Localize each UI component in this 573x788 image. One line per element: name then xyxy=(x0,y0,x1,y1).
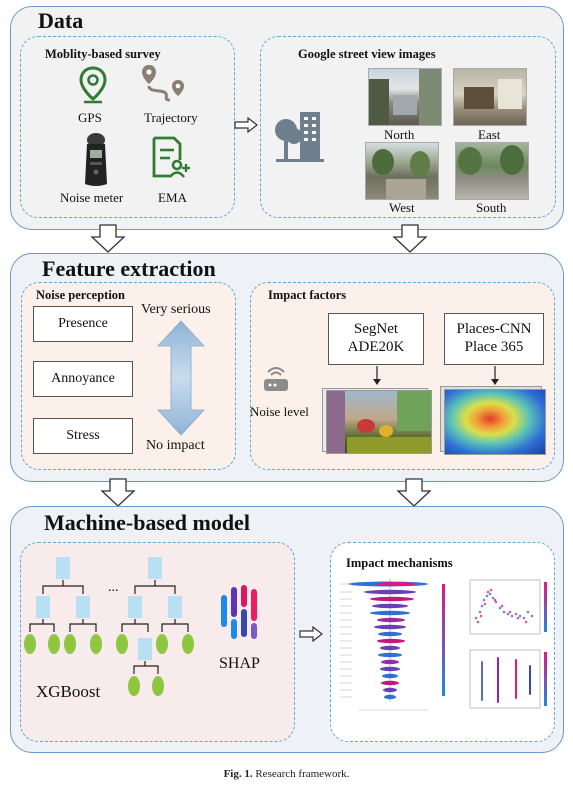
segmentation-image xyxy=(322,388,432,454)
data-section-title: Data xyxy=(38,8,84,33)
noise-meter-icon xyxy=(80,132,112,188)
city-icon xyxy=(272,108,328,164)
heatmap-image xyxy=(440,386,546,455)
places-cnn-label: Places-CNN xyxy=(456,321,532,337)
shap-logo-icon xyxy=(218,584,264,642)
gps-label: GPS xyxy=(78,110,102,125)
annoyance-label: Annoyance xyxy=(51,371,115,386)
double-arrow-icon xyxy=(156,320,206,436)
arrow-icon xyxy=(372,366,382,386)
survey-title: Moblity-based survey xyxy=(45,47,161,61)
ellipsis-label: ... xyxy=(108,580,119,595)
segnet-label: SegNet xyxy=(353,321,399,337)
trajectory-label: Trajectory xyxy=(144,110,198,125)
noise-meter-label: Noise meter xyxy=(60,190,124,205)
east-label: East xyxy=(478,127,501,142)
ema-label: EMA xyxy=(158,190,187,205)
scale-bottom-label: No impact xyxy=(146,438,205,453)
noise-perception-title: Noise perception xyxy=(36,288,125,302)
west-label: West xyxy=(389,200,415,215)
noise-level-label: Noise level xyxy=(250,404,309,419)
presence-label: Presence xyxy=(58,316,108,331)
presence-box: Presence xyxy=(33,306,133,342)
gsv-subpanel xyxy=(260,36,556,218)
survey-subpanel xyxy=(20,36,235,218)
north-label: North xyxy=(384,127,415,142)
down-arrow-icon xyxy=(100,478,136,508)
shap-dependence-plot xyxy=(460,578,550,644)
feature-section-title: Feature extraction xyxy=(42,256,216,281)
caption-text: Research framework. xyxy=(255,768,350,780)
figure-caption: Fig. 1. Research framework. xyxy=(0,768,573,780)
street-photo-north xyxy=(368,68,442,126)
trajectory-icon xyxy=(140,62,188,106)
places-cnn-box: Places-CNN Place 365 xyxy=(444,313,544,365)
street-photo-south xyxy=(455,142,529,200)
right-arrow-icon xyxy=(299,626,323,642)
ema-icon xyxy=(150,134,190,180)
place365-label: Place 365 xyxy=(464,339,524,355)
segnet-box: SegNet ADE20K xyxy=(328,313,424,365)
router-icon xyxy=(262,364,290,394)
down-arrow-icon xyxy=(90,224,126,254)
ade20k-label: ADE20K xyxy=(347,339,405,355)
right-arrow-icon xyxy=(234,117,258,133)
impact-factors-title: Impact factors xyxy=(268,288,347,302)
shap-beeswarm-plot xyxy=(338,576,450,718)
shap-dependence-plot-2 xyxy=(460,648,550,718)
caption-label: Fig. 1. xyxy=(223,768,253,780)
stress-label: Stress xyxy=(66,428,100,443)
xgboost-trees xyxy=(24,552,214,702)
xgboost-label: XGBoost xyxy=(36,682,101,701)
scale-top-label: Very serious xyxy=(141,302,211,317)
down-arrow-icon xyxy=(392,224,428,254)
gsv-title: Google street view images xyxy=(298,47,436,61)
gps-icon xyxy=(78,66,108,104)
street-photo-west xyxy=(365,142,439,200)
shap-label: SHAP xyxy=(219,655,260,672)
annoyance-box: Annoyance xyxy=(33,361,133,397)
model-section-title: Machine-based model xyxy=(44,510,250,535)
stress-box: Stress xyxy=(33,418,133,454)
south-label: South xyxy=(476,200,507,215)
down-arrow-icon xyxy=(396,478,432,508)
impact-mechanisms-title: Impact mechanisms xyxy=(346,556,453,570)
arrow-icon xyxy=(490,366,500,386)
street-photo-east xyxy=(453,68,527,126)
